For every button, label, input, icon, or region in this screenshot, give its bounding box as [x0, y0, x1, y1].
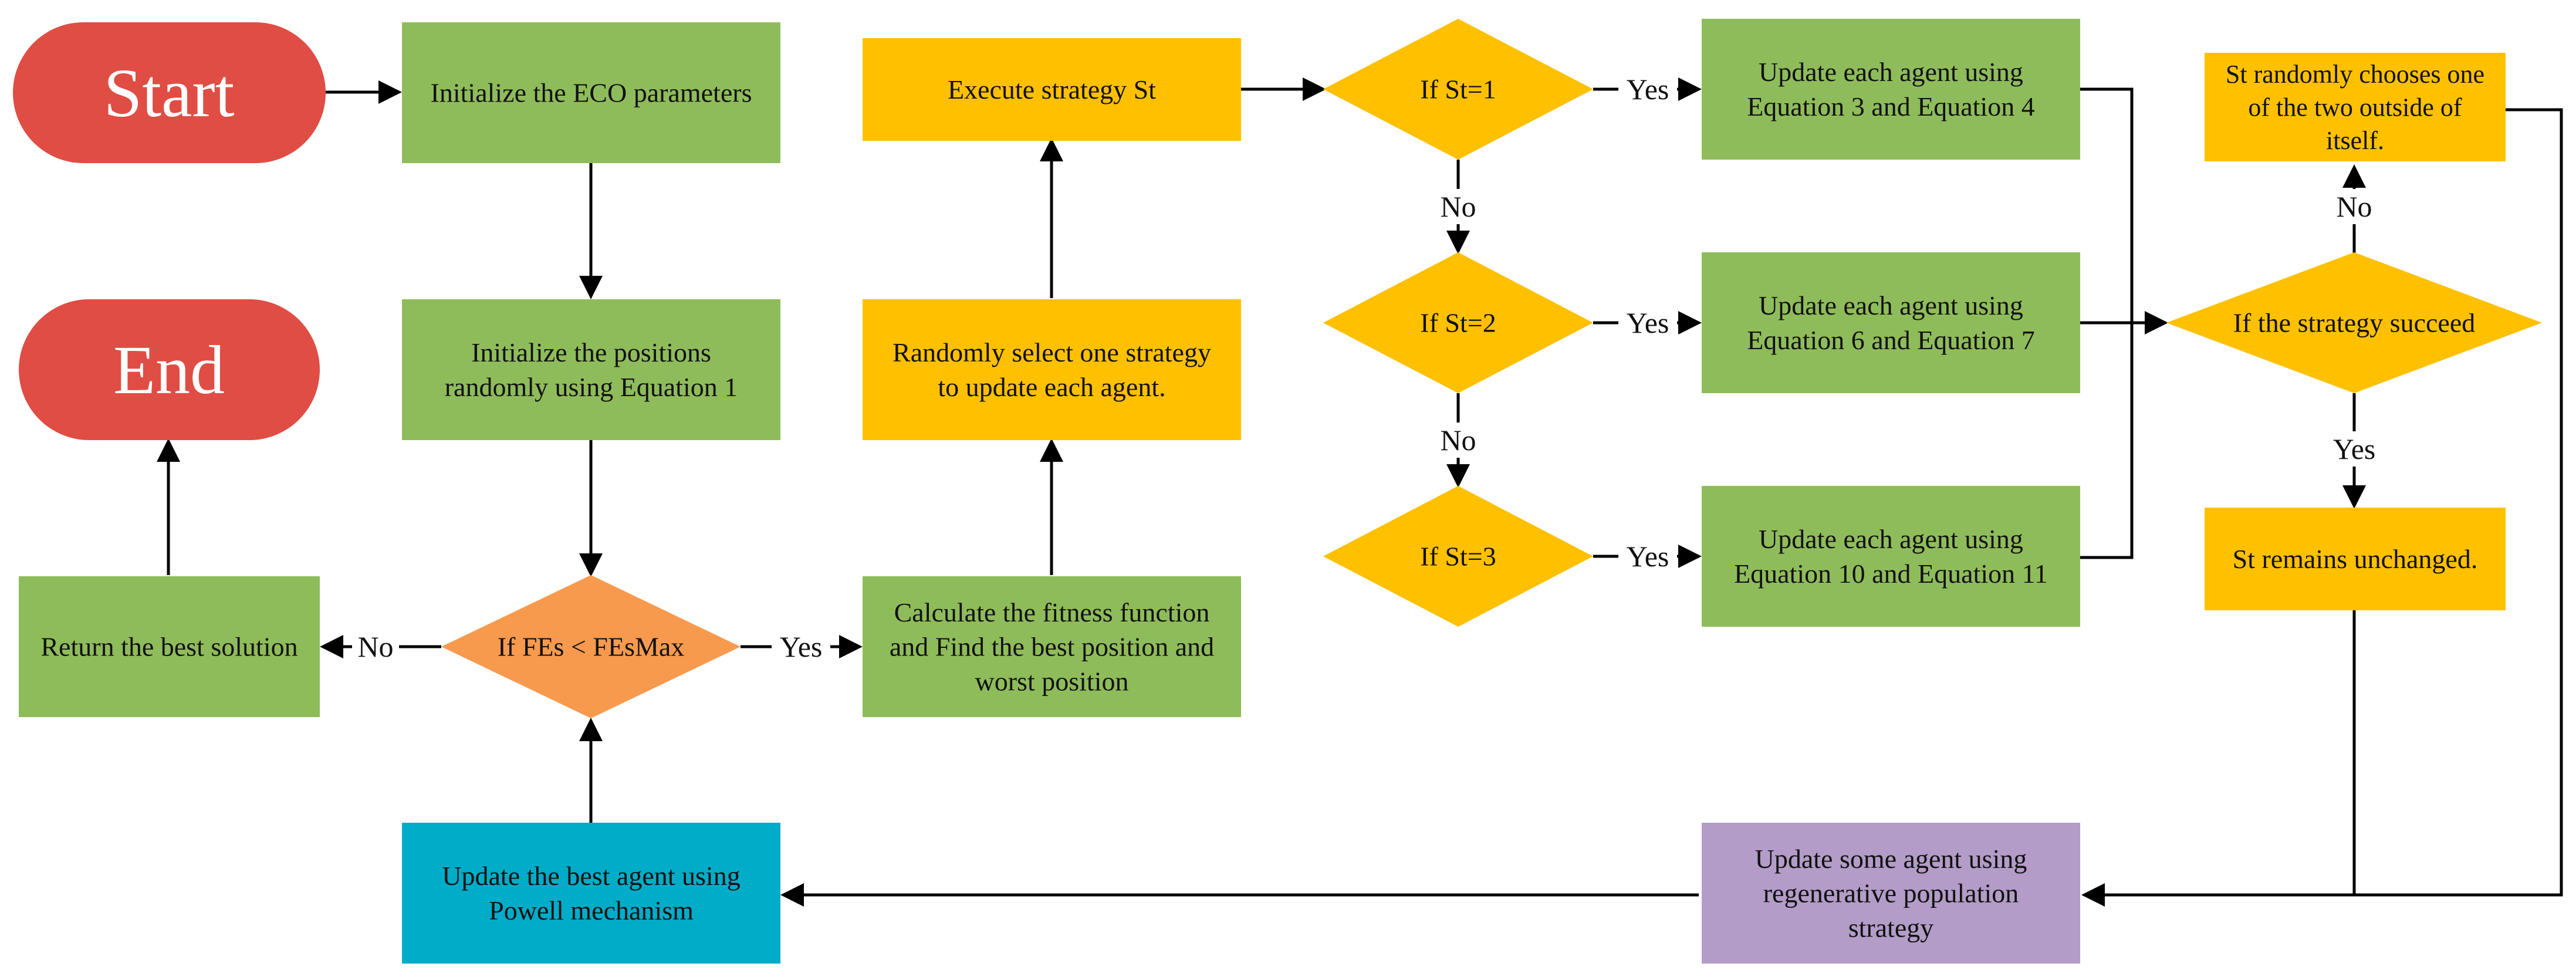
edge-label-fes-no: No — [357, 630, 393, 663]
edge-label-st1-no: No — [1440, 190, 1476, 223]
if-st1-line-1: If St=1 — [1420, 75, 1496, 104]
st-unchanged-box: St remains unchanged. — [2205, 508, 2506, 610]
edge-label-succeed-yes: Yes — [2333, 432, 2376, 465]
if-st3-diamond: If St=3 — [1323, 486, 1593, 627]
st-random-line-1: St randomly chooses one — [2226, 60, 2484, 89]
check-fes-diamond-shape — [441, 575, 741, 718]
st-random-line-3: itself. — [2326, 126, 2384, 155]
update-eq10-11-line-2: Equation 10 and Equation 11 — [1734, 559, 2048, 589]
if-st2-line-1: If St=2 — [1420, 308, 1496, 338]
regenerative-line-2: regenerative population — [1763, 878, 2019, 908]
select-strategy-box: Randomly select one strategy to update ea… — [863, 299, 1241, 440]
check-fes-line-1: If FEs < FEsMax — [498, 632, 685, 662]
if-st2-diamond-shape — [1323, 252, 1593, 393]
calc-fitness-line-3: worst position — [975, 667, 1129, 697]
update-eq10-11-line-1: Update each agent using — [1759, 524, 2023, 554]
end-terminal: End — [19, 299, 320, 440]
powell-line-1: Update the best agent using — [442, 861, 740, 891]
update-eq3-4-line-2: Equation 3 and Equation 4 — [1747, 92, 2035, 121]
regenerative-line-1: Update some agent using — [1755, 844, 2027, 874]
return-best-box: Return the best solution — [19, 576, 320, 717]
init-params-box: Initialize the ECO parameters — [402, 22, 780, 163]
end-label: End — [113, 332, 225, 408]
start-terminal: Start — [13, 22, 326, 163]
edge-label-succeed-no: No — [2336, 190, 2372, 223]
if-succeed-line-1: If the strategy succeed — [2233, 308, 2476, 338]
edge-st-random-to-regenerative — [2081, 108, 2563, 907]
init-positions-line-1: Initialize the positions — [471, 337, 711, 367]
edge-label-st2-yes: Yes — [1627, 306, 1669, 339]
calc-fitness-line-1: Calculate the fitness function — [894, 597, 1210, 627]
return-best-line-1: Return the best solution — [40, 632, 298, 662]
edge-label-fes-yes: Yes — [780, 630, 823, 663]
powell-box-shape — [402, 823, 780, 964]
init-positions-box-shape — [402, 299, 780, 440]
if-st2-diamond: If St=2 — [1323, 252, 1593, 393]
execute-strategy-box-shape — [863, 38, 1241, 141]
calc-fitness-box-shape — [863, 576, 1241, 717]
edge-labels: No Yes Yes No Yes No Yes No Yes — [352, 72, 2384, 664]
update-eq10-11-box-shape — [1702, 486, 2080, 627]
if-st3-diamond-shape — [1323, 486, 1593, 627]
update-eq6-7-line-1: Update each agent using — [1759, 290, 2023, 320]
execute-strategy-box: Execute strategy St — [863, 38, 1241, 141]
edges — [157, 77, 2563, 907]
regenerative-box-shape — [1702, 823, 2080, 964]
init-positions-box: Initialize the positions randomly using E… — [402, 299, 780, 440]
update-eq3-4-box-shape — [1702, 19, 2080, 160]
st-unchanged-box-shape — [2205, 508, 2506, 610]
init-positions-line-2: randomly using Equation 1 — [445, 372, 738, 402]
select-strategy-line-1: Randomly select one strategy — [893, 337, 1211, 367]
end-shape — [19, 299, 320, 440]
execute-strategy-line-1: Execute strategy St — [948, 75, 1156, 104]
if-succeed-diamond: If the strategy succeed — [2166, 252, 2542, 393]
st-random-box: St randomly chooses one of the two outsid… — [2205, 53, 2506, 161]
calc-fitness-box: Calculate the fitness function and Find t… — [863, 576, 1241, 717]
init-params-line-1: Initialize the ECO parameters — [431, 78, 752, 108]
if-succeed-diamond-shape — [2166, 252, 2542, 393]
regenerative-box: Update some agent using regenerative popu… — [1702, 823, 2080, 964]
start-label: Start — [104, 55, 235, 131]
powell-line-2: Powell mechanism — [489, 895, 694, 925]
check-fes-diamond: If FEs < FEsMax — [441, 575, 741, 718]
update-eq3-4-line-1: Update each agent using — [1759, 57, 2023, 87]
select-strategy-box-shape — [863, 299, 1241, 440]
edge-label-st1-yes: Yes — [1627, 73, 1669, 106]
st-random-box-shape — [2205, 53, 2506, 161]
if-st1-diamond-shape — [1323, 19, 1593, 160]
regenerative-line-3: strategy — [1848, 913, 1934, 943]
if-st3-line-1: If St=3 — [1420, 542, 1496, 572]
update-eq6-7-line-2: Equation 6 and Equation 7 — [1747, 325, 2035, 355]
select-strategy-line-2: to update each agent. — [938, 372, 1165, 402]
init-params-box-shape — [402, 22, 780, 163]
calc-fitness-line-2: and Find the best position and — [890, 632, 1214, 662]
if-st1-diamond: If St=1 — [1323, 19, 1593, 160]
return-best-box-shape — [19, 576, 320, 717]
edge-label-st2-no: No — [1440, 424, 1476, 457]
st-random-line-2: of the two outside of — [2248, 93, 2462, 121]
st-unchanged-line-1: St remains unchanged. — [2233, 544, 2478, 574]
edge-label-st3-yes: Yes — [1627, 540, 1669, 573]
start-shape — [13, 22, 326, 163]
update-eq6-7-box-shape — [1702, 252, 2080, 393]
